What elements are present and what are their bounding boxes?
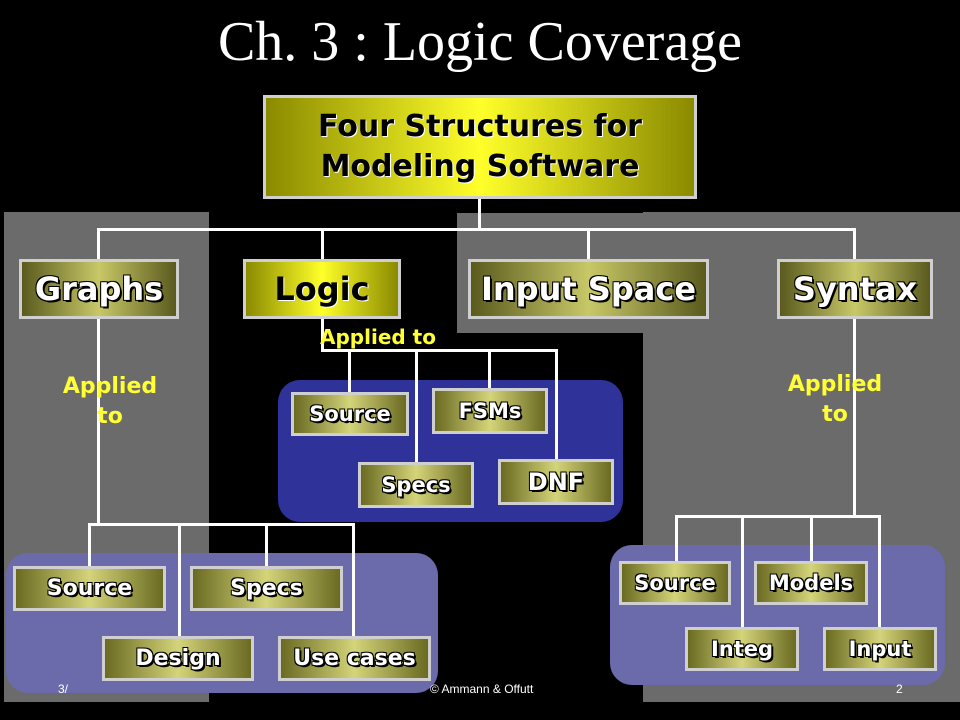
logic-applied-to-label: Applied to <box>320 325 436 349</box>
graphs-applied-to-label: Applied to <box>62 374 158 429</box>
syntax-item-source: Source <box>619 561 731 605</box>
footer-left: 3/ <box>58 682 69 696</box>
logic-item-source: Source <box>291 392 409 436</box>
logic-item-fsms: FSMs <box>432 388 548 434</box>
root-box: Four Structures for Modeling Software <box>263 95 697 199</box>
graph-item-use-cases: Use cases <box>278 636 431 681</box>
category-bar <box>97 228 856 231</box>
root-connector <box>478 198 481 230</box>
footer-center: © Ammann & Offutt <box>430 682 534 696</box>
graph-item-source: Source <box>13 566 166 611</box>
syntax-item-integ: Integ <box>685 627 799 671</box>
category-graphs: Graphs <box>19 259 179 319</box>
category-logic: Logic <box>243 259 401 319</box>
category-syntax: Syntax <box>777 259 933 319</box>
category-input-space: Input Space <box>468 259 709 319</box>
graph-item-design: Design <box>102 636 254 681</box>
graph-item-specs: Specs <box>190 566 343 611</box>
syntax-item-models: Models <box>754 561 868 605</box>
slide-title: Ch. 3 : Logic Coverage <box>217 11 743 73</box>
logic-item-dnf: DNF <box>498 459 614 505</box>
syntax-applied-to-label: Applied to <box>787 372 883 427</box>
syntax-item-input: Input <box>823 627 937 671</box>
logic-item-specs: Specs <box>358 462 474 508</box>
footer-page-number: 2 <box>896 682 903 696</box>
